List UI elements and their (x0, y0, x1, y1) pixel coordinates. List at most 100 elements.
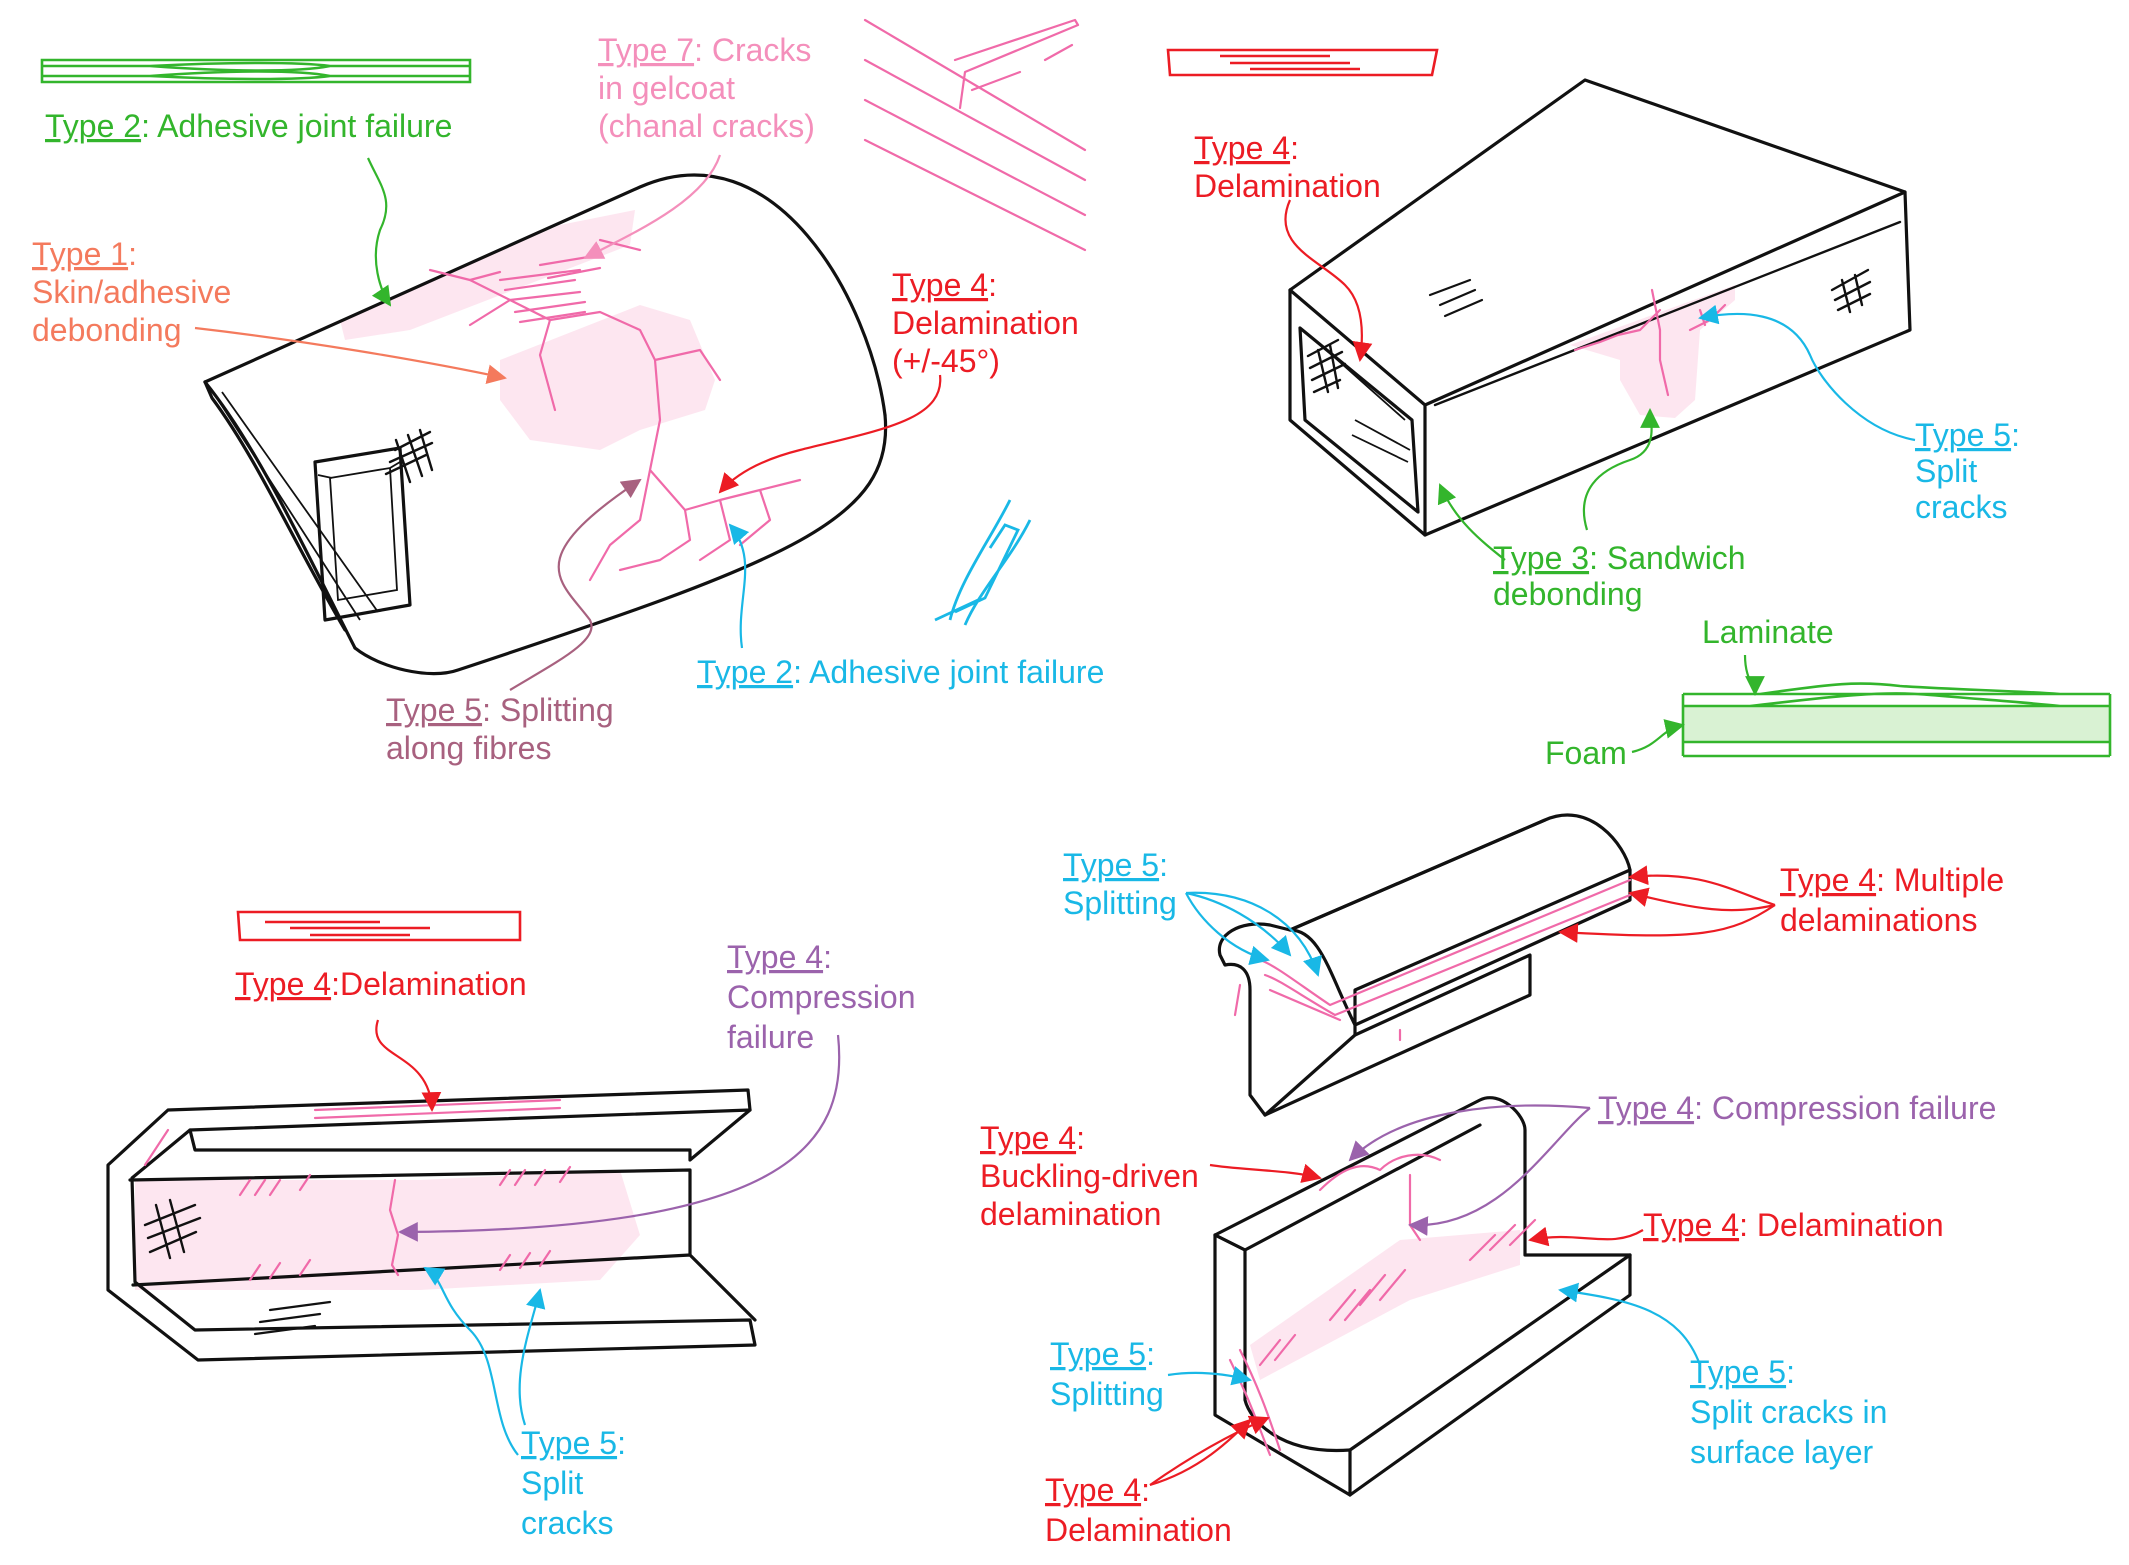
label-bracket-type5-bottom: Type 5: (1050, 1336, 1155, 1372)
leader-blade-type2-bottom (728, 523, 750, 649)
label-bracket-type5-top: Type 5: (1063, 847, 1168, 883)
bracket-upper-outline (1217, 813, 1632, 1117)
channel-figure (106, 1088, 757, 1362)
leader-bracket-type5-top-3 (1185, 891, 1322, 977)
leader-laminate (1743, 654, 1765, 696)
bracket-lower-outline (1213, 1096, 1632, 1497)
foam-core-fill (1683, 706, 2110, 742)
leader-bracket-type4-multiple-2 (1628, 887, 1776, 912)
leader-bracket-type4-comp-2 (1408, 1107, 1591, 1236)
bracket-lower-damage-patch (1250, 1230, 1520, 1380)
bracket-upper-delams (1233, 878, 1632, 1042)
bracket-upper-figure (1217, 813, 1632, 1117)
label-bracket-type4-buckling-line2: Buckling-driven (980, 1158, 1199, 1194)
label-blade-type4: Type 4: (892, 267, 997, 303)
channel-delam-sketch (236, 910, 522, 942)
blade-adhesive-joint-sketch (40, 58, 472, 84)
leader-bracket-type4-multiple-3 (1558, 904, 1776, 943)
label-box-type4: Type 4: (1194, 130, 1299, 166)
leader-box-type5 (1698, 304, 1916, 442)
blade-figure (203, 173, 888, 676)
label-type-tag: Type 4 (1780, 862, 1876, 898)
label-bracket-type5-surface-line2: Split cracks in (1690, 1394, 1887, 1430)
label-channel-type5-line2: Split (521, 1465, 583, 1501)
label-bracket-type5-surface-line3: surface layer (1690, 1434, 1874, 1470)
channel-split-cracks (238, 1165, 572, 1282)
leader-blade-type4 (718, 374, 942, 494)
leader-foam (1631, 719, 1685, 754)
leader-box-type3-left (1437, 483, 1506, 561)
label-channel-type4-delam: Type 4:Delamination (235, 966, 527, 1002)
leader-bracket-type5-bottom (1167, 1366, 1252, 1386)
label-text: : (988, 267, 997, 303)
blade-debond-patch (500, 305, 715, 450)
box-beam-hollow (1298, 326, 1420, 514)
bracket-upper-base (1263, 953, 1532, 1117)
label-blade-type1-line2: Skin/adhesive (32, 274, 231, 310)
label-text: : (617, 1425, 626, 1461)
gelcoat-crack-sketch (863, 18, 1087, 252)
leader-blade-type7 (583, 154, 722, 259)
channel-fabric-hatch (143, 1198, 202, 1260)
blade-leading-edge (353, 413, 888, 676)
label-blade-type5: Type 5: Splitting (386, 692, 614, 728)
label-box-type5: Type 5: (1915, 417, 2020, 453)
label-box-type3: Type 3: Sandwich (1493, 540, 1746, 576)
blade-inner-profile (203, 380, 347, 632)
label-type-tag: Type 7 (598, 32, 694, 68)
leader-bracket-type5-top-2 (1185, 891, 1292, 957)
label-channel-type4-comp-line2: Compression (727, 979, 916, 1015)
blade-spar-outer (313, 446, 412, 622)
box-beam-centerline (1433, 220, 1902, 407)
blade-trailing-web (214, 391, 379, 621)
leader-channel-type4-comp (398, 1034, 841, 1242)
leader-bracket-type4-comp-1 (1348, 1104, 1591, 1162)
box-beam-cracks (1573, 288, 1727, 397)
label-foam: Foam (1545, 735, 1627, 771)
label-type-tag: Type 4 (1194, 130, 1290, 166)
label-blade-type5-line2: along fibres (386, 730, 551, 766)
blade-trailing-profile (203, 380, 357, 650)
blade-spar-inner (317, 461, 401, 602)
label-type-tag: Type 5 (521, 1425, 617, 1461)
label-text: : Adhesive joint failure (793, 654, 1104, 690)
label-text: : Delamination (1739, 1207, 1944, 1243)
label-type-tag: Type 2 (697, 654, 793, 690)
box-beam-outline (1288, 78, 1912, 537)
label-type-tag: Type 5 (1915, 417, 2011, 453)
bracket-lower-figure (1213, 1096, 1632, 1497)
gelcoat-crack-lines (863, 18, 1087, 252)
label-text: : Sandwich (1589, 540, 1746, 576)
label-type-tag: Type 1 (32, 236, 128, 272)
leader-bracket-type4-multiple-1 (1628, 865, 1776, 907)
label-bracket-type4-multiple-line2: delaminations (1780, 902, 1977, 938)
label-channel-type4-comp-line3: failure (727, 1019, 814, 1055)
box-beam-ply-symbol (1428, 278, 1484, 318)
leader-bracket-type4-delam-right (1528, 1226, 1644, 1247)
leader-box-type4 (1284, 199, 1373, 362)
label-bracket-type5-bottom-line2: Splitting (1050, 1376, 1164, 1412)
sandwich-sketch (1681, 682, 2112, 758)
label-text: : Cracks (694, 32, 811, 68)
box-beam-inner-lines (1314, 339, 1411, 463)
label-blade-type4-line3: (+/-45°) (892, 343, 1000, 379)
box-delam-sketch (1166, 48, 1439, 77)
label-text: : (2011, 417, 2020, 453)
blade-adhesive-joint-sketch-cyan (934, 499, 1032, 626)
box-beam-fabric-hatch (1830, 268, 1872, 314)
label-type-tag: Type 5 (386, 692, 482, 728)
label-type-tag: Type 5 (1690, 1354, 1786, 1390)
channel-damage-patch (135, 1170, 640, 1290)
channel-outline (106, 1088, 757, 1362)
label-bracket-type4-multiple: Type 4: Multiple (1780, 862, 2004, 898)
leader-blade-type2-top (366, 157, 392, 307)
blade-debond-edge (428, 238, 642, 282)
label-type-tag: Type 5 (1063, 847, 1159, 883)
label-text: : Compression failure (1694, 1090, 1996, 1126)
label-channel-type5-line3: cracks (521, 1505, 613, 1541)
label-type-tag: Type 4 (1598, 1090, 1694, 1126)
label-laminate: Laminate (1702, 614, 1834, 650)
blade-fabric-hatch (384, 428, 434, 484)
leader-bracket-type4-bottom-2 (1149, 1415, 1270, 1486)
